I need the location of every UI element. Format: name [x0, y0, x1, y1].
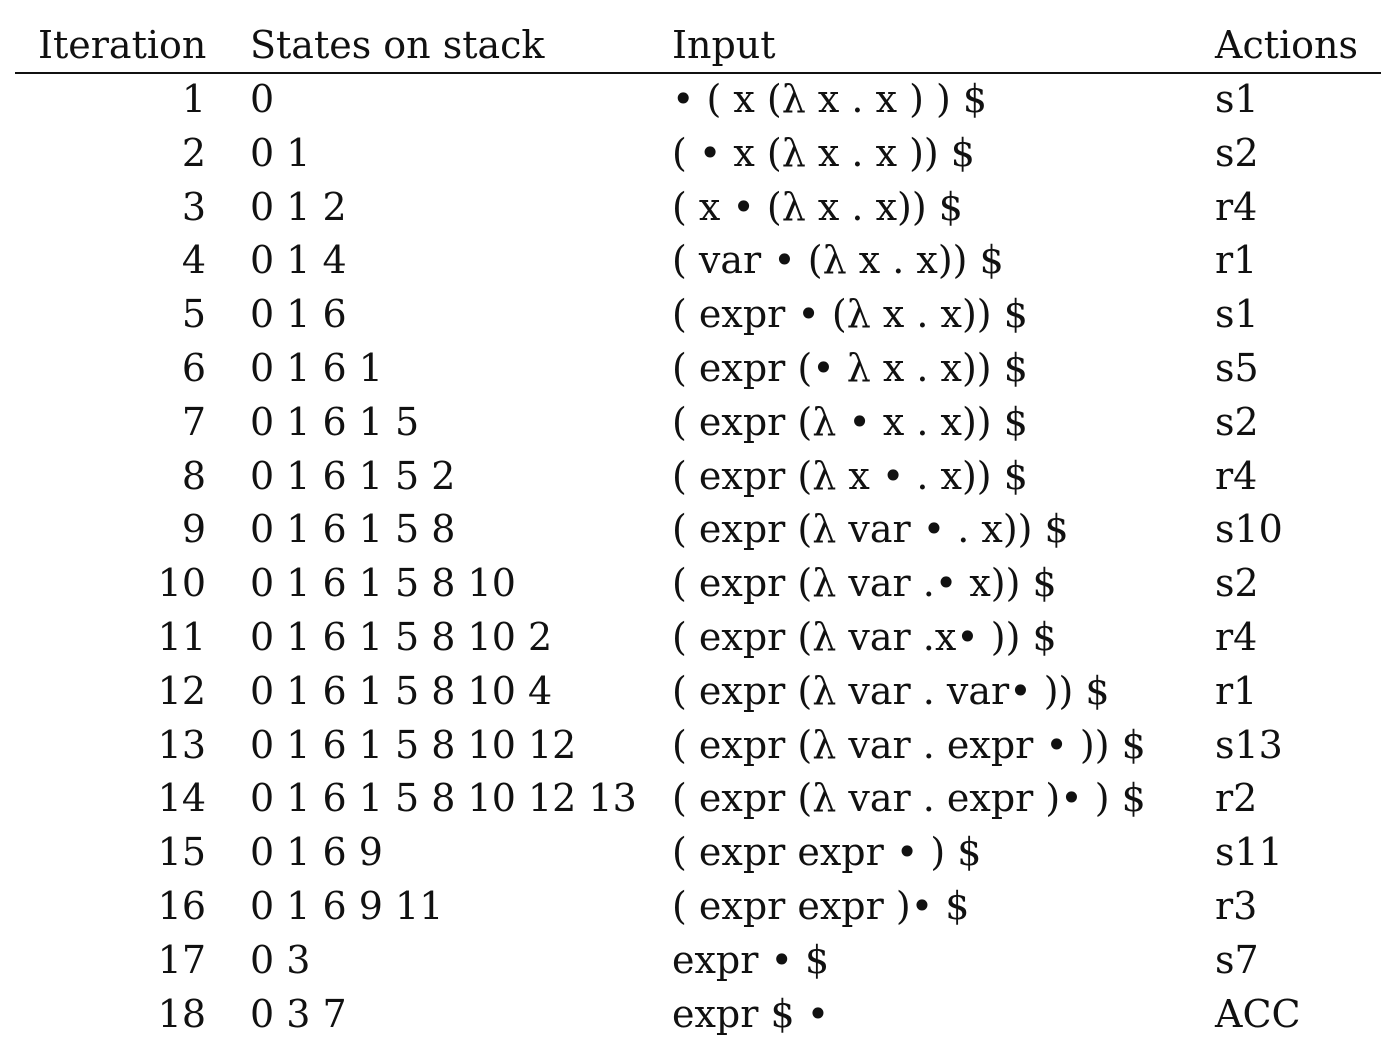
states-cell: 0 1 6 1 5 8 10: [250, 561, 516, 606]
input-cell: ( expr (λ var . var• )) $: [672, 668, 1110, 713]
table-row: 13 0 1 6 1 5 8 10 12 ( expr (λ var . expr …: [0, 718, 1382, 772]
input-cell: ( x • (λ x . x)) $: [672, 184, 963, 229]
table-row: 2 0 1 ( • x (λ x . x )) $ s2: [0, 126, 1382, 180]
iteration-cell: 10: [157, 561, 206, 606]
header-rule: [15, 72, 1381, 74]
action-cell: r2: [1215, 776, 1258, 821]
action-cell: s2: [1215, 561, 1259, 606]
table-header: Iteration States on stack Input Actions: [0, 18, 1382, 72]
input-cell: expr • $: [672, 937, 830, 982]
iteration-cell: 7: [181, 399, 206, 444]
action-cell: r4: [1215, 184, 1258, 229]
states-cell: 0 1 6 1 5: [250, 399, 420, 444]
table-row: 8 0 1 6 1 5 2 ( expr (λ x • . x)) $ r4: [0, 449, 1382, 503]
action-cell: s5: [1215, 345, 1259, 390]
iteration-cell: 2: [181, 130, 206, 175]
input-cell: ( • x (λ x . x )) $: [672, 130, 975, 175]
input-cell: ( expr (λ var . expr • )) $: [672, 722, 1146, 767]
iteration-cell: 6: [181, 345, 206, 390]
states-cell: 0 1: [250, 130, 311, 175]
action-cell: ACC: [1215, 991, 1301, 1036]
input-cell: ( expr (λ x • . x)) $: [672, 453, 1028, 498]
action-cell: s2: [1215, 399, 1259, 444]
states-cell: 0 3: [250, 937, 311, 982]
header-input: Input: [672, 23, 776, 67]
input-cell: ( expr (• λ x . x)) $: [672, 345, 1028, 390]
iteration-cell: 15: [157, 830, 206, 875]
iteration-cell: 18: [157, 991, 206, 1036]
states-cell: 0 1 6: [250, 292, 347, 337]
table-row: 4 0 1 4 ( var • (λ x . x)) $ r1: [0, 233, 1382, 287]
iteration-cell: 8: [181, 453, 206, 498]
table-row: 10 0 1 6 1 5 8 10 ( expr (λ var .• x)) $ s2: [0, 556, 1382, 610]
table-row: 15 0 1 6 9 ( expr expr • ) $ s11: [0, 825, 1382, 879]
input-cell: ( expr (λ var • . x)) $: [672, 507, 1069, 552]
input-cell: ( expr (λ var .x• )) $: [672, 614, 1057, 659]
iteration-cell: 5: [181, 292, 206, 337]
table-row: 5 0 1 6 ( expr • (λ x . x)) $ s1: [0, 287, 1382, 341]
action-cell: s10: [1215, 507, 1283, 552]
states-cell: 0 1 6 1: [250, 345, 383, 390]
input-cell: ( expr • (λ x . x)) $: [672, 292, 1028, 337]
action-cell: s13: [1215, 722, 1283, 767]
action-cell: r3: [1215, 883, 1258, 928]
states-cell: 0 1 6 9 11: [250, 883, 444, 928]
action-cell: r4: [1215, 614, 1258, 659]
states-cell: 0 1 6 1 5 8: [250, 507, 456, 552]
header-states: States on stack: [250, 23, 545, 67]
input-cell: ( expr expr • ) $: [672, 830, 982, 875]
table-row: 3 0 1 2 ( x • (λ x . x)) $ r4: [0, 180, 1382, 234]
action-cell: s1: [1215, 77, 1259, 121]
iteration-cell: 9: [181, 507, 206, 552]
table-row: 12 0 1 6 1 5 8 10 4 ( expr (λ var . var• )…: [0, 664, 1382, 718]
states-cell: 0 1 6 1 5 8 10 2: [250, 614, 553, 659]
iteration-cell: 4: [181, 238, 206, 283]
states-cell: 0 1 6 1 5 8 10 4: [250, 668, 553, 713]
iteration-cell: 17: [157, 937, 206, 982]
table-row: 16 0 1 6 9 11 ( expr expr )• $ r3: [0, 879, 1382, 933]
states-cell: 0 1 4: [250, 238, 347, 283]
table-row: 14 0 1 6 1 5 8 10 12 13 ( expr (λ var . ex…: [0, 771, 1382, 825]
iteration-cell: 3: [181, 184, 206, 229]
action-cell: r1: [1215, 238, 1258, 283]
input-cell: expr $ •: [672, 991, 830, 1036]
input-cell: ( expr (λ • x . x)) $: [672, 399, 1028, 444]
states-cell: 0: [250, 77, 275, 121]
iteration-cell: 13: [157, 722, 206, 767]
header-iteration: Iteration: [38, 23, 207, 67]
table-row: 9 0 1 6 1 5 8 ( expr (λ var • . x)) $ s10: [0, 502, 1382, 556]
header-actions: Actions: [1215, 23, 1359, 67]
action-cell: s11: [1215, 830, 1283, 875]
states-cell: 0 1 6 1 5 8 10 12 13: [250, 776, 637, 821]
action-cell: r1: [1215, 668, 1258, 713]
iteration-cell: 12: [157, 668, 206, 713]
iteration-cell: 16: [157, 883, 206, 928]
table-row: 18 0 3 7 expr $ • ACC: [0, 987, 1382, 1041]
states-cell: 0 1 6 1 5 8 10 12: [250, 722, 577, 767]
input-cell: ( var • (λ x . x)) $: [672, 238, 1004, 283]
table-row: 7 0 1 6 1 5 ( expr (λ • x . x)) $ s2: [0, 395, 1382, 449]
table-row: 11 0 1 6 1 5 8 10 2 ( expr (λ var .x• )) $…: [0, 610, 1382, 664]
table-row: 6 0 1 6 1 ( expr (• λ x . x)) $ s5: [0, 341, 1382, 395]
states-cell: 0 1 2: [250, 184, 347, 229]
input-cell: ( expr expr )• $: [672, 883, 970, 928]
states-cell: 0 3 7: [250, 991, 347, 1036]
iteration-cell: 1: [181, 77, 206, 121]
action-cell: s7: [1215, 937, 1259, 982]
input-cell: ( expr (λ var . expr )• ) $: [672, 776, 1146, 821]
table-row: 17 0 3 expr • $ s7: [0, 933, 1382, 987]
iteration-cell: 11: [157, 614, 206, 659]
input-cell: • ( x (λ x . x ) ) $: [672, 77, 988, 121]
states-cell: 0 1 6 9: [250, 830, 383, 875]
action-cell: s1: [1215, 292, 1259, 337]
action-cell: s2: [1215, 130, 1259, 175]
states-cell: 0 1 6 1 5 2: [250, 453, 456, 498]
iteration-cell: 14: [157, 776, 206, 821]
action-cell: r4: [1215, 453, 1258, 498]
input-cell: ( expr (λ var .• x)) $: [672, 561, 1057, 606]
